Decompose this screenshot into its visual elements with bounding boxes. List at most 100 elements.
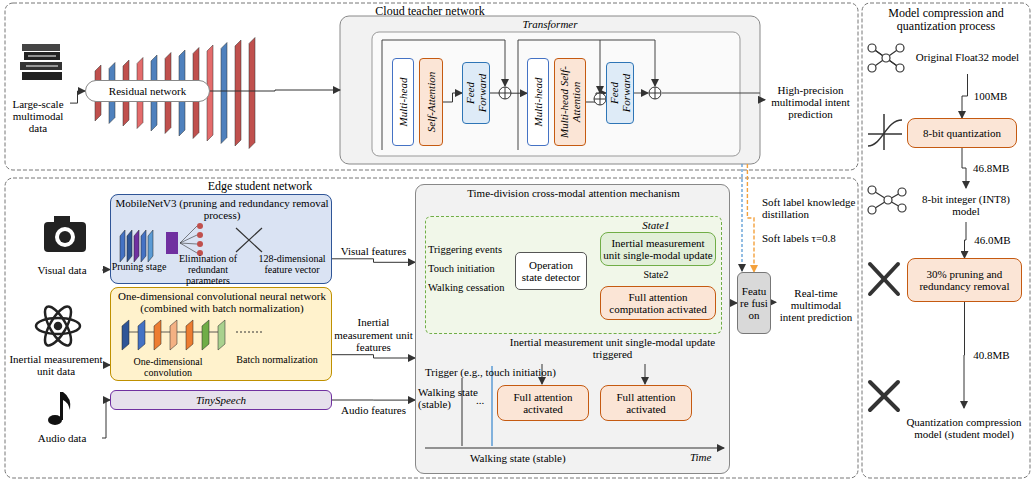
annotation-label: Time <box>690 451 724 463</box>
process-box: 8-bit integer (INT8) model <box>910 188 1022 222</box>
decor-stroke <box>186 320 193 350</box>
decor-stroke <box>180 243 197 253</box>
decor-circle <box>884 196 892 204</box>
node-title: Edge student network <box>160 180 360 193</box>
node-title: Multi-head Self-Attention <box>558 61 583 143</box>
node-text: Elimination of redundant parameters <box>165 253 251 287</box>
decor-stroke <box>197 232 203 238</box>
decor-stroke <box>170 320 177 350</box>
decor-line <box>645 364 646 384</box>
decor-rect <box>110 287 332 381</box>
node-title: Transformer <box>490 18 610 30</box>
node-title: Time-division cross-modal attention mech… <box>436 187 711 199</box>
node-title: 30% pruning and redundancy removal <box>910 268 1019 293</box>
decor-line <box>425 448 724 449</box>
process-box: Inertial measurement unit data <box>4 350 108 381</box>
connector-arrow <box>332 400 415 401</box>
decor-rect <box>22 72 62 80</box>
annotation-label: Trigger (e.g., touch initiation) <box>425 366 585 378</box>
decor-circle <box>868 206 876 214</box>
node-title: Inertial measurement unit single-modal u… <box>603 237 713 262</box>
node-text: 128-dimensional feature vector <box>251 253 333 275</box>
decor-stroke <box>197 223 203 229</box>
decor-g <box>44 216 86 252</box>
process-box: Visual data <box>22 261 102 280</box>
edge-label: 100MB <box>973 90 1009 102</box>
process-box: Full attention activated <box>600 385 692 421</box>
node-title: One-dimensional convolutional neural net… <box>113 290 331 315</box>
connector-arrow <box>760 99 765 101</box>
node-title: Full attention activated <box>603 391 689 416</box>
decor-stroke <box>221 43 227 144</box>
decor-circle <box>59 231 71 243</box>
annotation-label: ... <box>476 394 492 406</box>
decor-stroke <box>161 332 170 333</box>
node-title: Self-Attention <box>425 61 437 143</box>
decor-circle <box>898 188 906 196</box>
decor-stroke <box>134 230 139 262</box>
annotation-label: Touch initiation <box>428 263 504 275</box>
node-title: Residual network <box>109 85 186 97</box>
decor-line <box>600 40 650 41</box>
node-title: 8-bit quantization <box>923 127 1001 139</box>
edge-label: 40.8MB <box>972 349 1010 361</box>
decor-path <box>868 120 902 146</box>
decor-rect <box>862 3 1030 478</box>
decor-g <box>122 320 262 350</box>
process-box: Real-time multimodal intent prediction <box>776 278 856 332</box>
node-title: 8-bit integer (INT8) model <box>912 193 1020 218</box>
decor-ellipse <box>48 415 62 425</box>
node-title: Cloud teacher network <box>305 5 555 18</box>
node-title: Full attention activated <box>500 391 586 416</box>
decor-circle <box>896 64 904 72</box>
decor-rect <box>22 44 60 51</box>
decor-stroke <box>138 320 145 350</box>
process-box: Multi-head Self-Attention <box>554 58 586 146</box>
edge-label: Visual features <box>340 245 408 257</box>
decor-stroke <box>236 332 262 333</box>
decor-circle <box>882 54 890 62</box>
connector-arrow <box>443 93 462 102</box>
decor-circle <box>868 44 876 52</box>
decor-rect <box>340 16 760 164</box>
group-box: Cloud teacher networkLarge-scale multimo… <box>5 3 858 170</box>
decor-line <box>870 264 898 294</box>
process-box: Feed Forward <box>462 62 490 124</box>
decor-stroke <box>166 232 178 254</box>
decor-stroke <box>148 230 153 262</box>
node-title: Large-scale multimodal data <box>8 98 68 135</box>
node-title: Inertial measurement unit data <box>6 353 106 378</box>
decor-line <box>870 264 898 294</box>
decor-stroke <box>236 228 262 252</box>
connector-arrow <box>102 400 110 438</box>
edge-label: Audio features <box>340 404 407 416</box>
decor-stroke <box>218 320 225 350</box>
decor-stroke <box>180 243 197 244</box>
node-title: Audio data <box>38 432 87 444</box>
decor-stroke <box>249 38 255 149</box>
process-box: Full attention activated <box>497 385 589 421</box>
annotation-label: Walking state (stable) <box>470 452 600 464</box>
decor-stroke <box>197 241 203 247</box>
node-title: Model compression and quantization proce… <box>866 7 1026 34</box>
decor-stroke <box>180 226 197 243</box>
connector-arrow <box>965 222 967 258</box>
decor-line <box>870 382 898 410</box>
decor-line <box>741 164 742 271</box>
process-box: Inertial measurement unit single-modal u… <box>600 232 716 266</box>
connector-arrow <box>102 269 110 270</box>
decor-line <box>872 48 900 68</box>
process-box: State1State2Operation state detectorIner… <box>425 216 722 334</box>
decor-ellipse <box>40 303 76 349</box>
process-box: Residual network <box>85 80 210 102</box>
decor-circle <box>55 323 61 329</box>
group-box: TransformerMulti-head Self-Attention Feed … <box>340 16 760 164</box>
decor-g <box>48 392 70 425</box>
node-title: High-precision multimodal intent predict… <box>767 84 854 121</box>
process-box: Multi-head <box>527 58 549 146</box>
node-text: Batch normalization <box>227 354 327 365</box>
decor-stroke <box>129 332 138 333</box>
decor-rect <box>54 216 70 224</box>
decor-circle <box>868 186 876 194</box>
